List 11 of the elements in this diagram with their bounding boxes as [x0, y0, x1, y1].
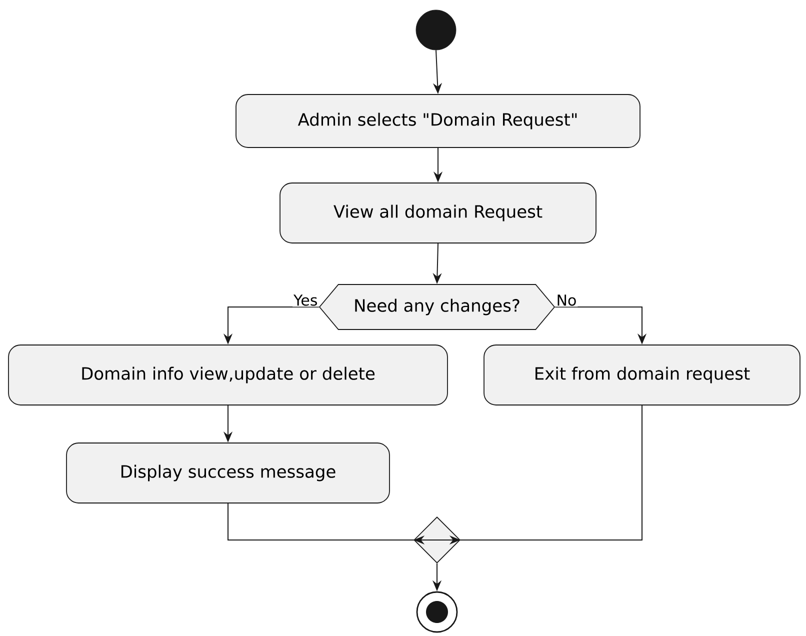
edge-label: No	[558, 294, 576, 306]
decision-hexagon: Need any changes?	[318, 284, 556, 330]
start-dot	[416, 10, 456, 50]
merge-diamond	[414, 516, 460, 564]
edge-label: Yes	[293, 294, 317, 306]
activity-box: Admin selects "Domain Request"	[236, 94, 640, 148]
activity-box: Domain info view,update or delete	[8, 344, 448, 406]
activity-box: Display success message	[66, 442, 390, 504]
activity-box: View all domain Request	[280, 182, 596, 244]
activity-box: Exit from domain request	[484, 344, 800, 406]
end-marker	[416, 591, 458, 633]
